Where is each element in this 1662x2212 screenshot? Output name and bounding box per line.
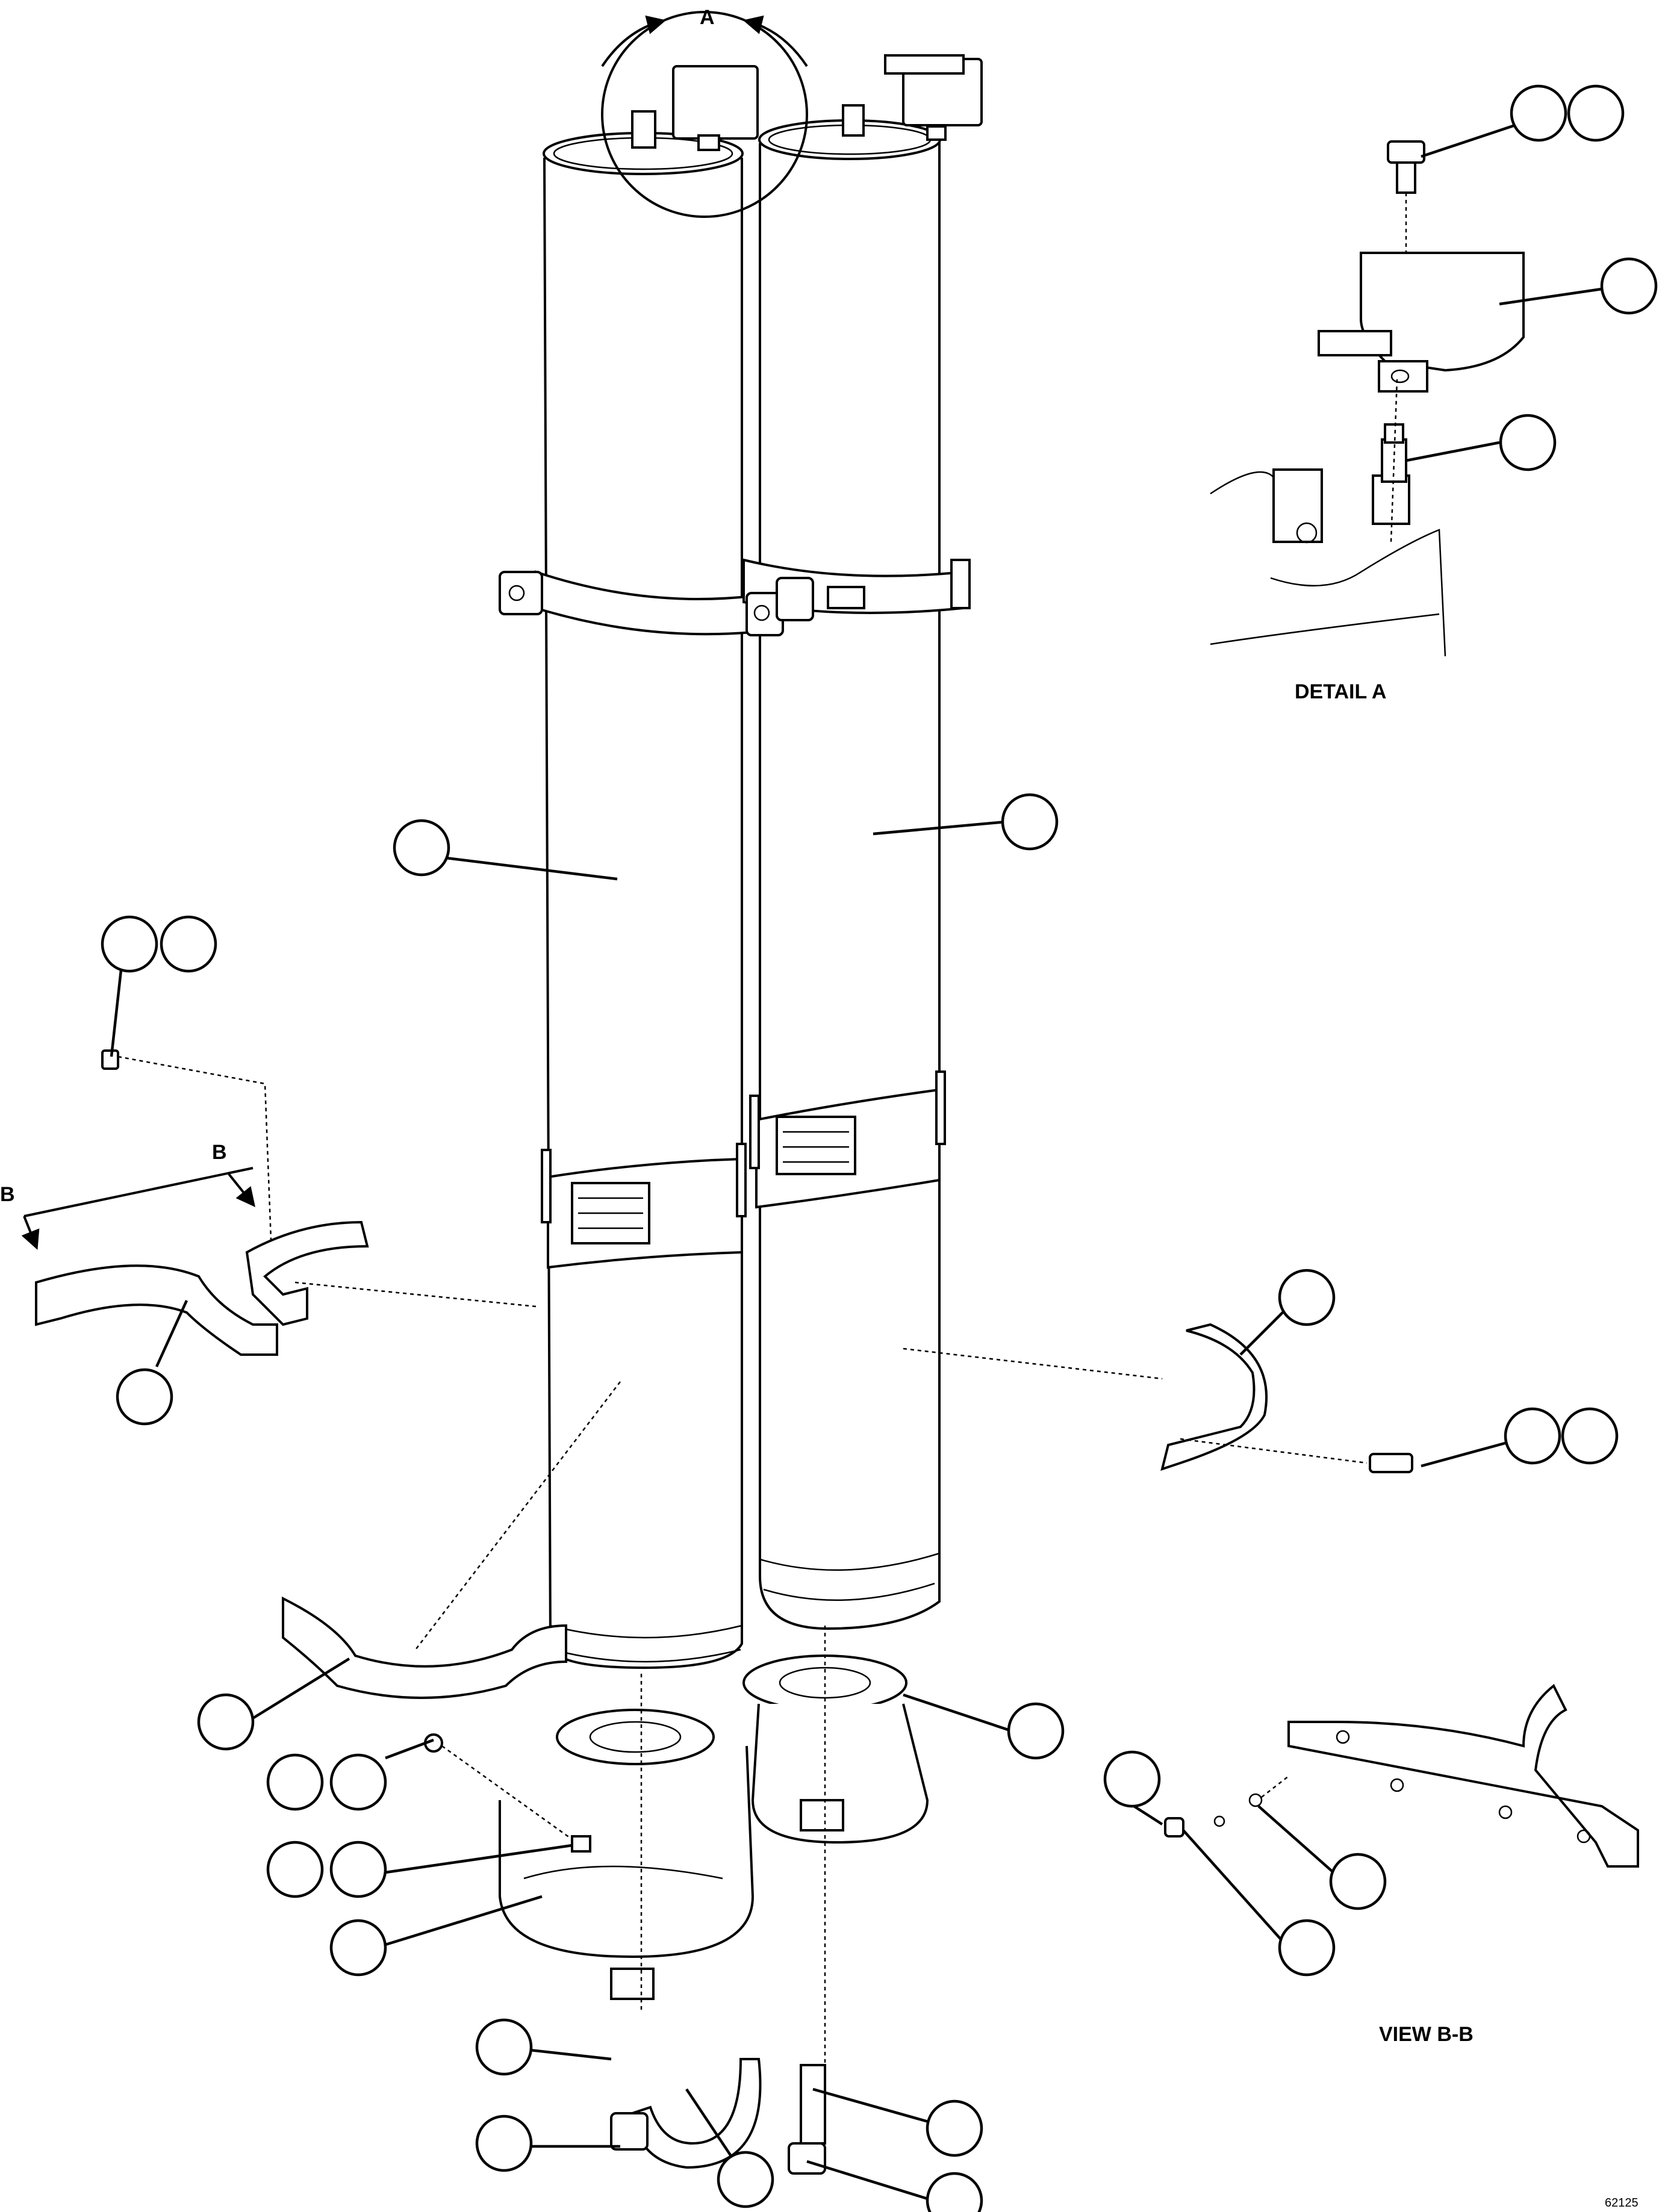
callout-circle xyxy=(1007,1702,1065,1760)
detail-a-view: DETAIL A xyxy=(1210,140,1525,703)
callout-circle xyxy=(160,915,217,973)
figure-number: 62125 xyxy=(1605,2196,1639,2210)
callout-circle xyxy=(926,2172,983,2212)
section-b-left-label: B xyxy=(0,1183,15,1206)
callout-circles xyxy=(101,84,1658,2212)
view-a-label: A xyxy=(700,6,715,29)
callout-circle xyxy=(101,915,158,973)
callout-circle xyxy=(1329,1853,1387,1910)
callout-circle xyxy=(329,1753,387,1811)
callout-circle xyxy=(393,819,450,877)
callout-circle xyxy=(1510,84,1567,142)
callout-circle xyxy=(1504,1407,1561,1465)
view-bb-label: VIEW B-B xyxy=(1379,2023,1474,2046)
callout-circle xyxy=(329,1841,387,1898)
callout-circle xyxy=(1103,1750,1161,1808)
callout-circle xyxy=(1567,84,1625,142)
callout-circle xyxy=(197,1693,255,1751)
detail-a-callout: A xyxy=(601,6,808,218)
callout-circle xyxy=(329,1919,387,1977)
callout-circle xyxy=(1278,1269,1336,1326)
left-tank xyxy=(541,65,759,1670)
callout-circle xyxy=(1001,793,1059,851)
callout-circle xyxy=(475,2018,533,2076)
callout-leaders xyxy=(110,122,1602,2202)
right-tank xyxy=(749,54,983,1630)
right-split-strap xyxy=(903,1323,1413,1473)
callout-circle xyxy=(1499,414,1557,471)
section-b-right-label: B xyxy=(212,1141,227,1164)
callout-circle xyxy=(926,2099,983,2157)
callout-circle xyxy=(1600,257,1658,315)
callout-circle xyxy=(475,2114,533,2172)
upper-strap xyxy=(499,558,971,636)
callout-circle xyxy=(266,1753,324,1811)
detail-a-label: DETAIL A xyxy=(1295,680,1386,703)
hoses xyxy=(610,2058,826,2175)
left-split-strap: B B xyxy=(0,1049,537,1356)
lower-strap xyxy=(282,1381,621,1699)
callout-circle xyxy=(116,1368,173,1426)
callout-circle xyxy=(1278,1919,1336,1977)
base-cradles xyxy=(424,1626,929,2065)
callout-circle xyxy=(266,1841,324,1898)
callout-circle xyxy=(717,2151,774,2208)
view-bb: VIEW B-B xyxy=(1164,1683,1639,2046)
callout-circle xyxy=(1561,1407,1619,1465)
